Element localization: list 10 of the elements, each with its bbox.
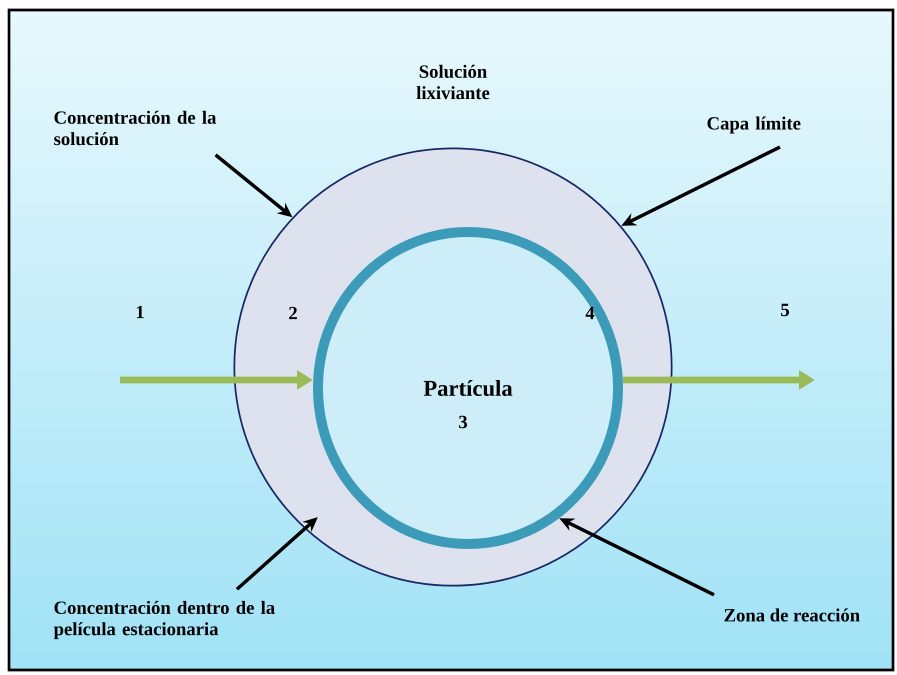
- callout-number: 2: [289, 306, 297, 320]
- text-label: Solución lixiviante: [416, 64, 490, 100]
- callout-number: 3: [459, 416, 468, 428]
- annotation-text: Concentración de la solución: [54, 110, 216, 146]
- callout-number: 1: [136, 306, 144, 318]
- callout-number: 5: [781, 304, 789, 316]
- callout-number: 4: [586, 306, 594, 320]
- annotation-text: Concentración dentro de la película estacionaria: [54, 600, 275, 640]
- annotation-text: Zona de reacción: [724, 608, 860, 622]
- annotation-text: Capa límite: [708, 116, 800, 134]
